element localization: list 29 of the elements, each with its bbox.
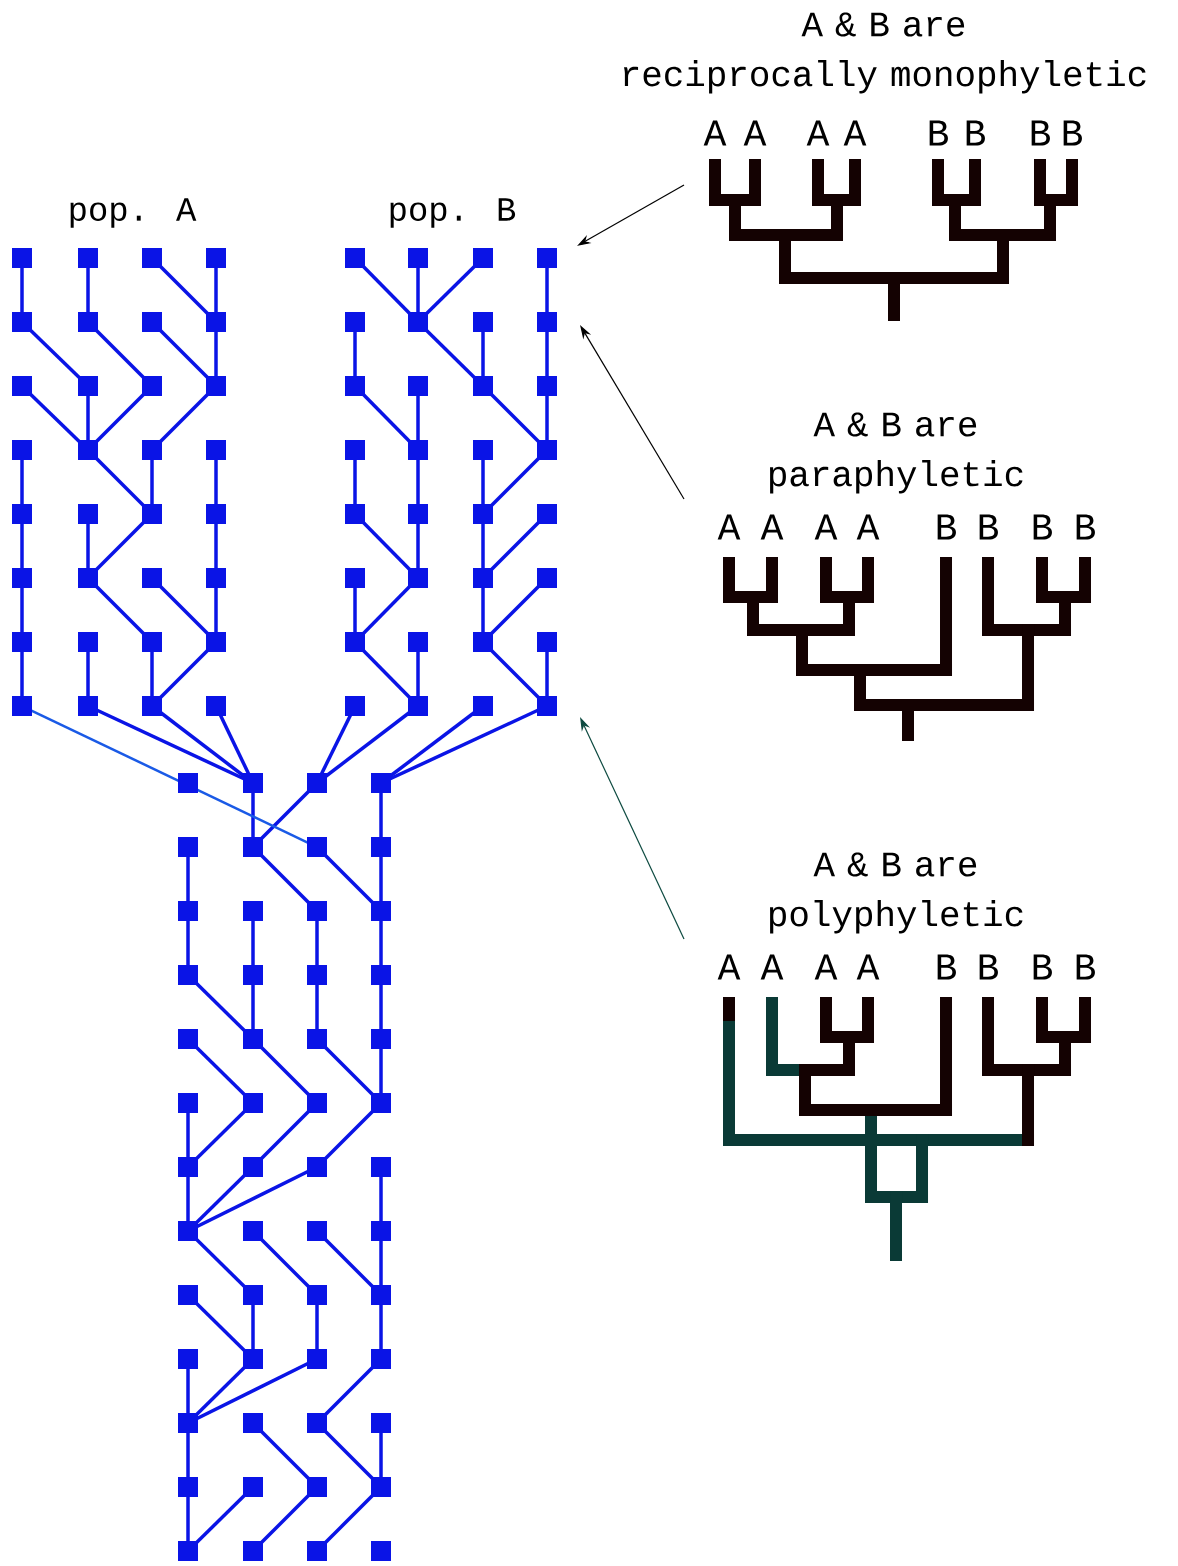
tip-label: A bbox=[717, 954, 741, 980]
tip-label: A bbox=[843, 120, 867, 146]
tip-label: B bbox=[937, 954, 956, 980]
tree-heading: A & B are paraphyletic bbox=[770, 412, 1023, 494]
tip-label: B bbox=[929, 120, 948, 146]
tip-label: B bbox=[1076, 514, 1095, 540]
tip-label: A bbox=[703, 120, 727, 146]
tip-label: B bbox=[966, 120, 985, 146]
tip-label: B bbox=[1063, 120, 1082, 146]
tip-label: A bbox=[806, 120, 830, 146]
tip-label: B bbox=[979, 954, 998, 980]
tip-label: B bbox=[979, 514, 998, 540]
tip-label: B bbox=[1033, 954, 1052, 980]
tip-label: A bbox=[760, 514, 784, 540]
population-label: pop. B bbox=[390, 198, 516, 228]
population-label: pop. A bbox=[70, 198, 197, 228]
tip-label: A bbox=[760, 954, 784, 980]
tip-label: A bbox=[717, 514, 741, 540]
tip-label: A bbox=[814, 514, 838, 540]
tip-label: A bbox=[856, 954, 880, 980]
tree-heading: A & B are reciprocally monophyletic bbox=[624, 12, 1146, 94]
tip-label: A bbox=[814, 954, 838, 980]
tree-heading: A & B are polyphyletic bbox=[770, 852, 1023, 934]
tip-label: B bbox=[1076, 954, 1095, 980]
tip-label: B bbox=[1033, 514, 1052, 540]
tip-label: B bbox=[1031, 120, 1050, 146]
tip-label: B bbox=[937, 514, 956, 540]
tip-label: A bbox=[743, 120, 767, 146]
tip-label: A bbox=[856, 514, 880, 540]
